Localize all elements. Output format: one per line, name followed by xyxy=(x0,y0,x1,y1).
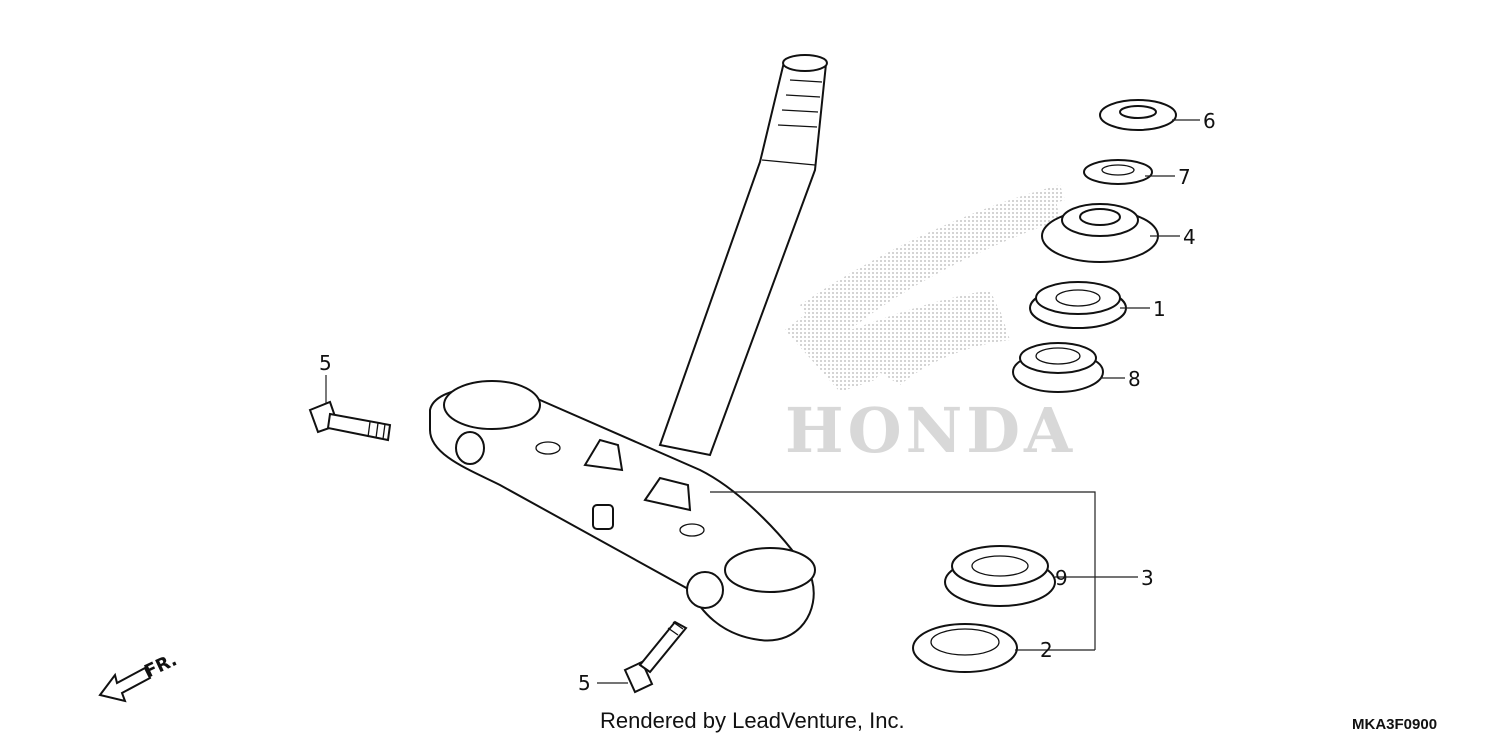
callout-3: 3 xyxy=(1141,566,1154,590)
bearing-9 xyxy=(944,545,1056,607)
callout-9: 9 xyxy=(1055,566,1068,590)
dust-seal-1 xyxy=(1029,281,1127,329)
callout-5-lower: 5 xyxy=(578,671,591,695)
lock-nut-6 xyxy=(1099,99,1177,131)
callout-6: 6 xyxy=(1203,109,1216,133)
front-direction-label: FR. xyxy=(141,649,180,682)
dust-seal-2 xyxy=(912,623,1018,673)
callout-7: 7 xyxy=(1178,165,1191,189)
bottom-bridge xyxy=(429,380,816,642)
callout-4: 4 xyxy=(1183,225,1196,249)
lock-washer-7 xyxy=(1083,159,1153,185)
leader-lines xyxy=(325,119,1200,684)
front-direction-arrow: FR. xyxy=(98,649,180,703)
steering-stem xyxy=(658,54,828,457)
honda-watermark-text: HONDA xyxy=(785,394,1076,467)
bolt-lower xyxy=(623,620,688,694)
bolt-upper xyxy=(308,400,392,442)
adjusting-nut-4 xyxy=(1041,203,1159,263)
honda-wing-logo xyxy=(785,185,1065,392)
diagram-code: MKA3F0900 xyxy=(1352,716,1438,733)
callout-8: 8 xyxy=(1128,367,1141,391)
bearing-8 xyxy=(1012,342,1104,393)
callout-2: 2 xyxy=(1040,638,1053,662)
callout-1: 1 xyxy=(1153,297,1166,321)
render-credit: Rendered by LeadVenture, Inc. xyxy=(600,708,905,733)
callout-5-upper: 5 xyxy=(319,351,332,375)
